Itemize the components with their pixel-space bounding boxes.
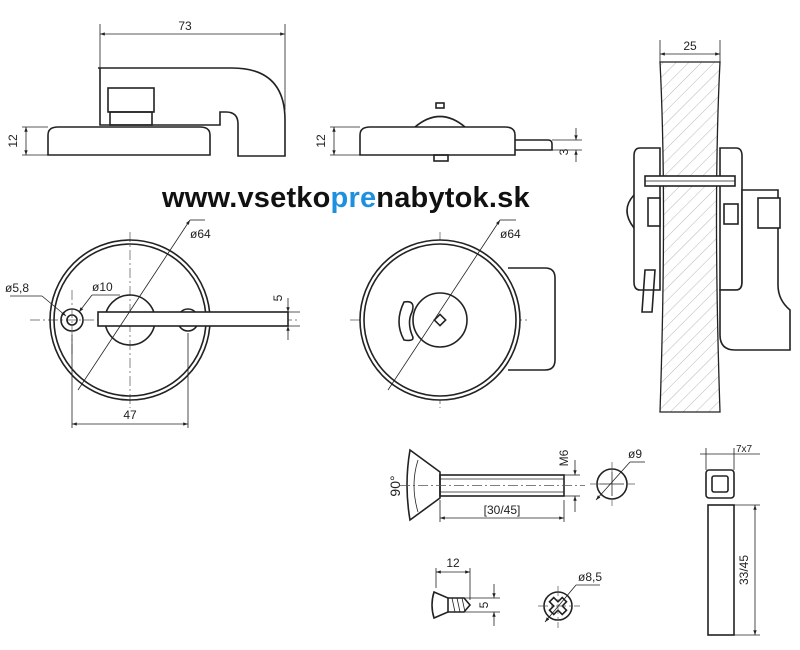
dim-hole-large: ø10	[92, 280, 113, 294]
indicator-side-view: 12 3	[314, 102, 582, 162]
dim-hole-spacing: 47	[123, 408, 137, 422]
dim-screw-thread: M6	[557, 449, 571, 466]
square-spindle: 7x7 33/45	[700, 444, 760, 636]
dim-handle-height: 12	[6, 134, 20, 148]
brand-suffix: nabytok.sk	[376, 182, 530, 214]
wood-screw: 12 5	[431, 556, 500, 626]
dim-spindle-length: 33/45	[737, 555, 751, 585]
brand-highlight: pre	[330, 182, 377, 214]
machine-screw: 90° [30/45] M6	[387, 448, 585, 522]
wood-screw-head-top-view: ø8,5	[538, 570, 602, 628]
dim-screw-head: ø9	[628, 447, 642, 461]
dim-slot-width: 5	[271, 294, 285, 301]
brand-watermark: www.vsetkoprenabytok.sk	[162, 182, 530, 215]
screw-head-top-view: ø9	[590, 447, 645, 506]
dim-screw-length: [30/45]	[484, 503, 521, 517]
dim-rosette-dia-left: ø64	[190, 227, 211, 241]
dim-wood-screw-dia: 5	[477, 601, 491, 608]
handle-side-view: 73 12	[6, 19, 286, 157]
dim-square-spindle: 7x7	[736, 444, 753, 455]
door-section-view: 25	[626, 39, 791, 413]
dim-hole-small: ø5,8	[5, 281, 29, 295]
indicator-rosette-front: ø64	[350, 219, 556, 408]
dim-door-thickness: 25	[683, 39, 697, 53]
brand-prefix: www.vsetko	[162, 182, 331, 214]
dim-screw-angle: 90°	[387, 475, 403, 496]
dim-handle-width: 73	[178, 19, 192, 33]
dim-wood-screw-length: 12	[446, 556, 460, 570]
handle-rosette-front: ø64 ø5,8 ø10 5 47	[5, 219, 300, 428]
dim-rosette-dia-right: ø64	[500, 227, 521, 241]
dim-wood-screw-head: ø8,5	[578, 570, 602, 584]
dim-indicator-tab: 3	[557, 148, 571, 155]
dim-indicator-height: 12	[314, 134, 328, 148]
